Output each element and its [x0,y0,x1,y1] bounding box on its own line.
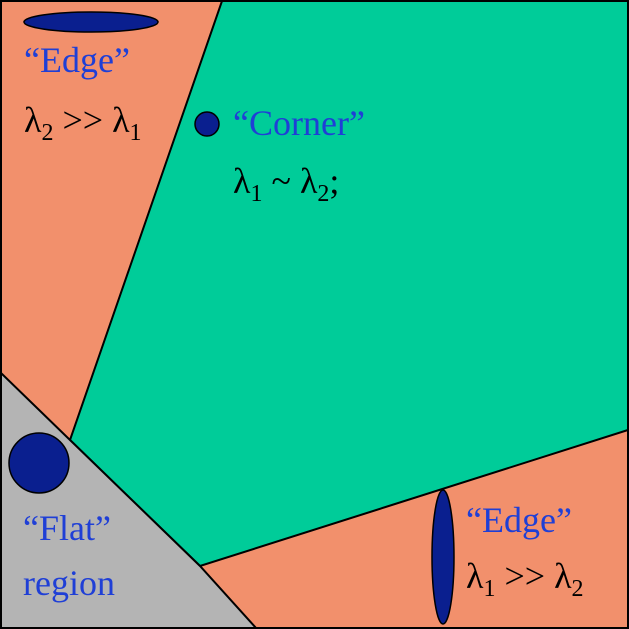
flat-subtitle: region [23,563,115,603]
vertical-ellipse-icon [431,489,455,625]
large-circle-icon [8,432,70,494]
edge-top-eigen-relation: λ2 >> λ1 [24,100,142,146]
edge-bottom-eigen-relation: λ1 >> λ2 [466,556,584,602]
small-circle-icon [194,111,220,137]
corner-eigen-relation: λ1 ~ λ2; [233,161,339,207]
edge-bottom-title: “Edge” [466,500,572,540]
corner-title: “Corner” [233,103,365,143]
horizontal-ellipse-icon [23,11,159,33]
flat-title: “Flat” [23,508,111,548]
edge-top-title: “Edge” [24,40,130,80]
